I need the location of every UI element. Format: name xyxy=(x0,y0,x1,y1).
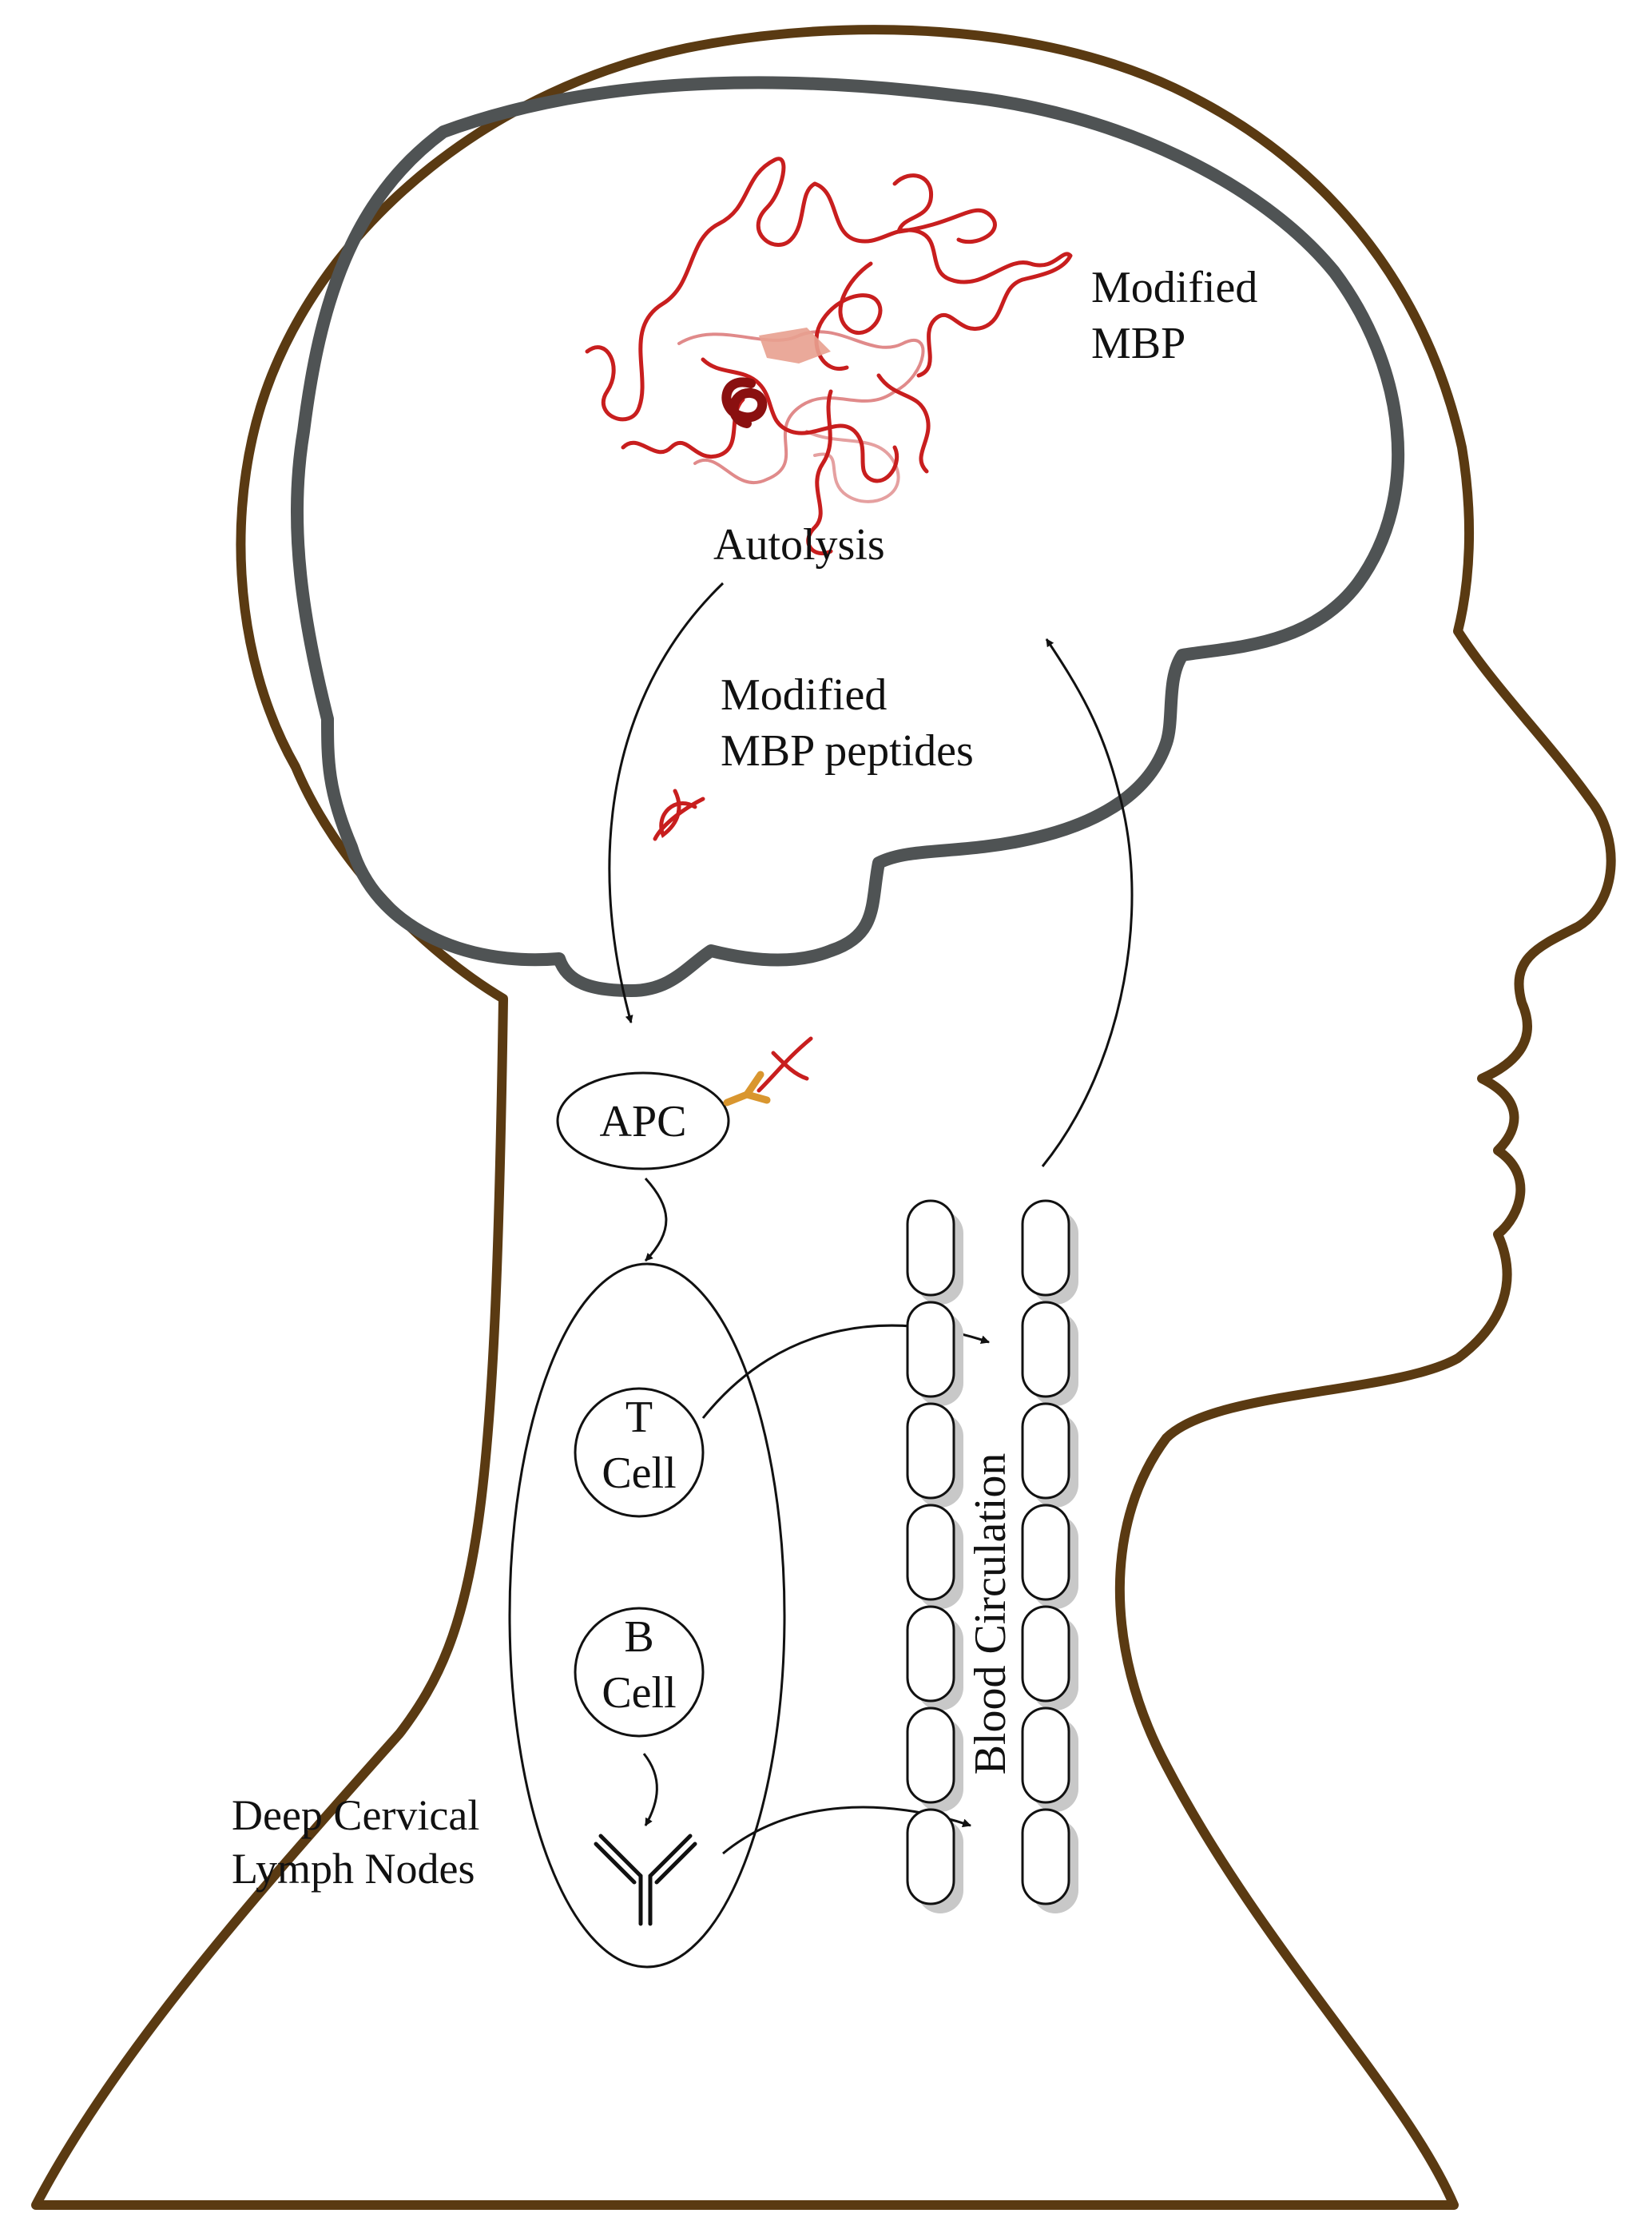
label-lymph-nodes: Lymph Nodes xyxy=(232,1845,475,1893)
label-modified-mbp: Modified xyxy=(1091,263,1257,312)
blood-vessel-left xyxy=(906,1199,955,1905)
label-lymph-nodes: Deep Cervical xyxy=(232,1791,479,1839)
label-autolysis: Autolysis xyxy=(713,520,885,570)
b-cell xyxy=(574,1607,705,1738)
arrow-blood-to-brain xyxy=(1041,638,1134,1167)
label-modified-mbp: MBP xyxy=(1091,319,1185,368)
label-b-cell: Cell xyxy=(602,1668,676,1718)
label-modified-peptides: Modified xyxy=(721,670,887,720)
arrow-autolysis-to-apc xyxy=(608,582,725,1023)
apc-cell xyxy=(556,1071,730,1170)
peptide-icon xyxy=(757,1036,813,1093)
blood-vessel-right xyxy=(1021,1199,1070,1905)
antibody-icon xyxy=(594,1834,697,1926)
protein-structure-icon xyxy=(585,157,1073,556)
arrow-apc-to-lymph xyxy=(644,1177,668,1262)
receptor-icon xyxy=(723,1071,771,1107)
label-t-cell: T xyxy=(625,1393,653,1442)
head-outline xyxy=(31,25,1616,2210)
label-modified-peptides: MBP peptides xyxy=(721,726,974,776)
label-b-cell: B xyxy=(624,1612,653,1662)
arrow-bcell-to-antibody xyxy=(642,1753,658,1826)
label-blood-circulation: Blood Circulation xyxy=(966,1453,1015,1775)
brain-outline xyxy=(290,76,1405,997)
label-apc: APC xyxy=(600,1097,687,1146)
t-cell xyxy=(574,1387,705,1518)
lymph-node xyxy=(508,1262,786,1969)
label-t-cell: Cell xyxy=(602,1448,676,1498)
peptide-icon xyxy=(653,789,705,841)
